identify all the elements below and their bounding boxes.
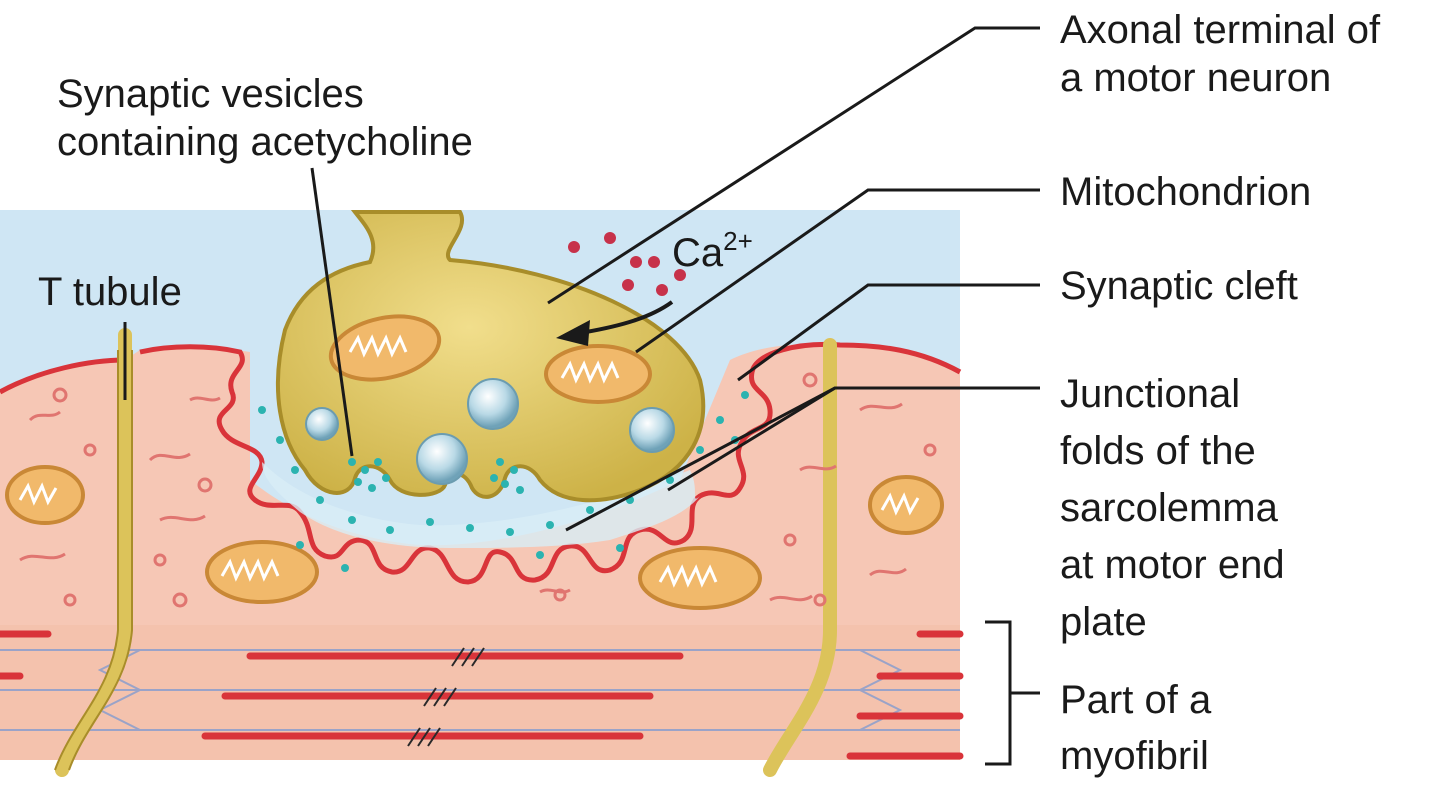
label-synaptic-cleft-line-1: Synaptic cleft: [1060, 264, 1298, 308]
label-axonal-terminal: Axonal terminal of a motor neuron: [1060, 6, 1380, 102]
label-junctional-folds-line-4: at motor end: [1060, 543, 1285, 587]
label-calcium: Ca2+: [672, 226, 753, 276]
label-synaptic-cleft: Synaptic cleft: [1060, 262, 1298, 310]
label-mitochondrion-line-1: Mitochondrion: [1060, 170, 1312, 214]
label-junctional-folds: Junctional folds of the sarcolemma at mo…: [1060, 366, 1285, 651]
label-junctional-folds-line-1: Junctional: [1060, 372, 1241, 416]
mitochondria-cristae: [18, 334, 920, 588]
myofibril-break-marks: [407, 647, 485, 747]
myofibril-red-bands: [0, 630, 964, 760]
vesicle-dots: [52, 372, 937, 608]
calcium-arrowhead: [556, 320, 590, 346]
label-calcium-charge: 2+: [723, 226, 753, 256]
leader-vesicles: [310, 167, 354, 457]
label-mitochondrion: Mitochondrion: [1060, 168, 1311, 216]
t-tubules: [55, 328, 837, 777]
label-synaptic-vesicles: Synaptic vesicles containing acetycholin…: [57, 70, 473, 166]
label-myofibril-line-2: myofibril: [1060, 734, 1209, 778]
label-axonal-terminal-line-2: a motor neuron: [1060, 56, 1332, 100]
label-t-tubule: T tubule: [38, 268, 182, 316]
label-junctional-folds-line-3: sarcolemma: [1060, 486, 1278, 530]
mitochondria: [5, 314, 944, 610]
axonal-terminal: [275, 210, 706, 503]
leader-cleft: [737, 283, 1040, 382]
label-synaptic-vesicles-line-2: containing acetycholine: [57, 120, 473, 164]
leader-mito: [635, 188, 1040, 354]
label-axonal-terminal-line-1: Axonal terminal of: [1060, 8, 1381, 52]
label-junctional-folds-line-5: plate: [1060, 600, 1147, 644]
label-calcium-base: Ca: [672, 231, 724, 275]
calcium-ions: [568, 232, 686, 296]
label-t-tubule-line-1: T tubule: [38, 270, 182, 314]
leader-myofibril: [985, 620, 1040, 766]
calcium-arrow: [585, 300, 674, 334]
label-synaptic-vesicles-line-1: Synaptic vesicles: [57, 72, 364, 116]
synaptic-cleft: [262, 462, 700, 548]
synaptic-vesicles: [305, 378, 675, 485]
label-myofibril: Part of a myofibril: [1060, 672, 1211, 784]
leader-folds-2: [565, 386, 836, 532]
t-tubule-edges: [54, 350, 133, 771]
leader-axonal: [547, 26, 1040, 305]
label-myofibril-line-1: Part of a: [1060, 678, 1212, 722]
leader-lines: [123, 26, 1040, 766]
sarcoplasmic-reticulum: [19, 396, 907, 602]
label-junctional-folds-line-2: folds of the: [1060, 429, 1256, 473]
acetylcholine-molecules: [258, 391, 749, 572]
